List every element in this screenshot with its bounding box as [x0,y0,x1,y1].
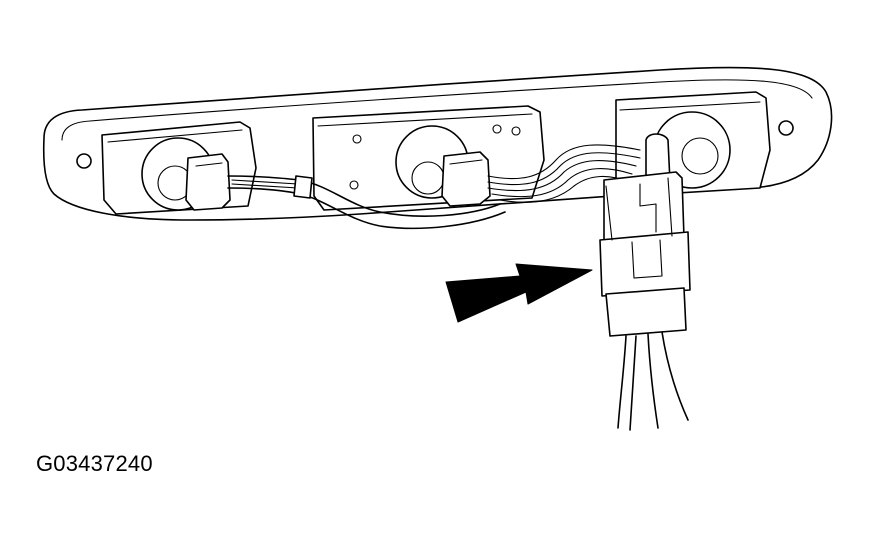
mounting-hole-right [778,120,794,136]
figure-code: G03437240 [36,451,153,476]
wire-harness-middle [487,144,641,203]
screw-middle-3 [492,124,502,134]
reflector-right-edge [619,101,761,111]
wire-harness-left [227,175,506,230]
bulb-socket-left [141,137,231,211]
lamp-housing-rim [61,79,813,141]
reflector-middle-edge [317,113,533,127]
reflector-left-edge [107,129,243,143]
mounting-hole-left [76,153,92,169]
screw-middle-4 [511,126,521,136]
arrow-pointer-icon [445,263,593,323]
screw-middle-1 [352,134,362,144]
electrical-connector [599,171,691,337]
screw-middle-2 [349,180,359,190]
bulb-socket-middle [395,125,491,207]
connector-wires [617,331,689,431]
